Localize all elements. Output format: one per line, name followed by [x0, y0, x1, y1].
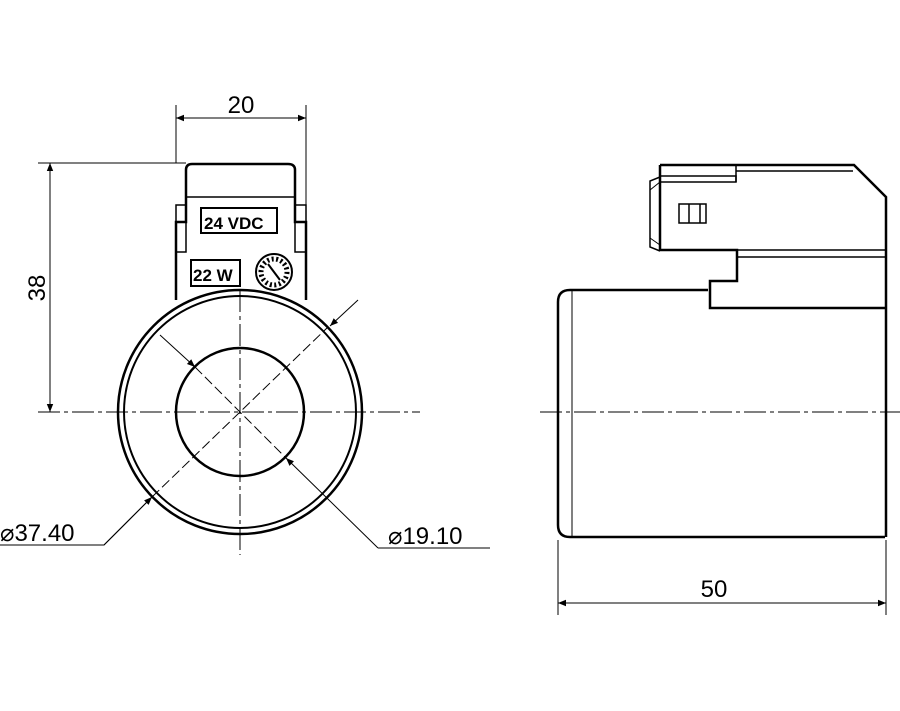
- dimension-length: 50: [701, 576, 728, 603]
- front-view: [0, 105, 490, 555]
- power-label-box: [190, 259, 241, 287]
- connector-outline: [174, 162, 308, 300]
- voltage-label-box: [200, 207, 278, 234]
- date-wheel-icon: [255, 253, 293, 291]
- side-view: [540, 163, 900, 615]
- dimension-bore-diameter: ⌀19.10: [388, 523, 463, 550]
- power-label: 22 W: [193, 266, 234, 285]
- dimension-width: 20: [228, 92, 255, 119]
- coil-body-outline: [556, 288, 885, 539]
- connector-latch-icon: [678, 203, 707, 224]
- dimension-outer-diameter: ⌀37.40: [0, 520, 75, 547]
- dimension-height: 38: [24, 275, 51, 302]
- voltage-label: 24 VDC: [204, 214, 264, 233]
